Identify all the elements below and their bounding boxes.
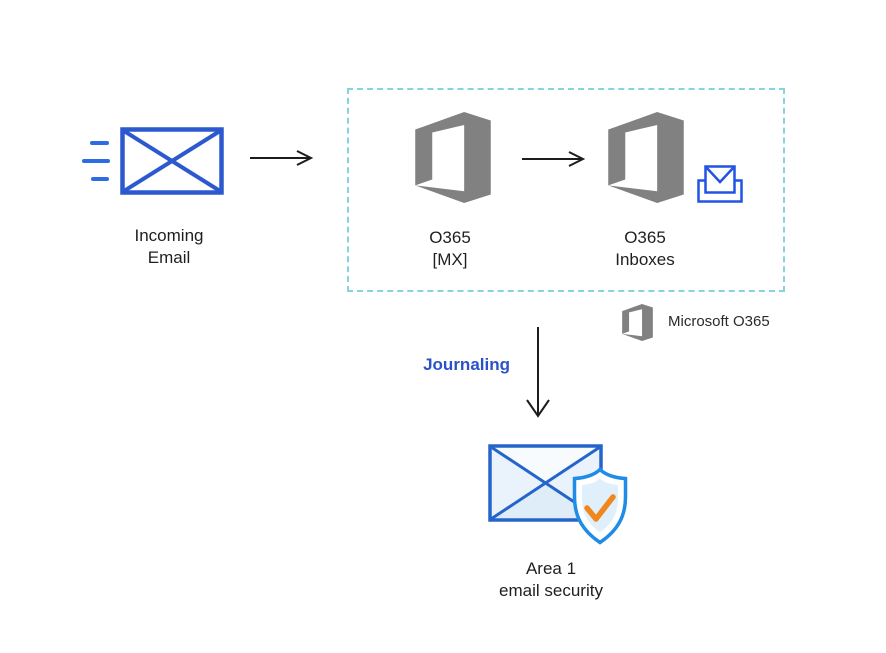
arrow-down-icon (526, 327, 550, 418)
o365-mx-label-line2: [MX] (432, 250, 468, 269)
incoming-email-label-line1: Incoming (134, 226, 204, 245)
area1-label-line2: email security (499, 581, 603, 600)
o365-inboxes-label-line1: O365 (624, 228, 666, 247)
arrow-right-icon-1 (250, 150, 314, 166)
incoming-envelope-icon (120, 127, 224, 195)
arrow-right-icon-2 (522, 151, 586, 167)
o365-boundary-box (347, 88, 785, 292)
security-shield-icon (572, 467, 628, 545)
o365-mx-label: O365 [MX] (380, 227, 520, 271)
o365-inboxes-label-line2: Inboxes (615, 250, 675, 269)
speed-line-middle (82, 159, 110, 163)
legend-label: Microsoft O365 (668, 313, 770, 330)
checkmark-icon (584, 494, 616, 522)
area1-label-line1: Area 1 (525, 559, 577, 578)
office365-mx-icon (415, 112, 491, 203)
speed-line-bottom (91, 177, 109, 181)
inbox-tray-icon (697, 165, 743, 203)
incoming-email-label-line2: Email (147, 248, 191, 267)
office365-inboxes-icon (608, 112, 684, 203)
office365-legend-icon (622, 304, 653, 341)
o365-inboxes-label: O365 Inboxes (575, 227, 715, 271)
speed-line-top (90, 141, 109, 145)
incoming-email-label: Incoming Email (99, 225, 239, 269)
o365-mx-label-line1: O365 (429, 228, 471, 247)
journaling-label: Journaling (423, 355, 510, 374)
area1-label: Area 1 email security (471, 558, 631, 602)
